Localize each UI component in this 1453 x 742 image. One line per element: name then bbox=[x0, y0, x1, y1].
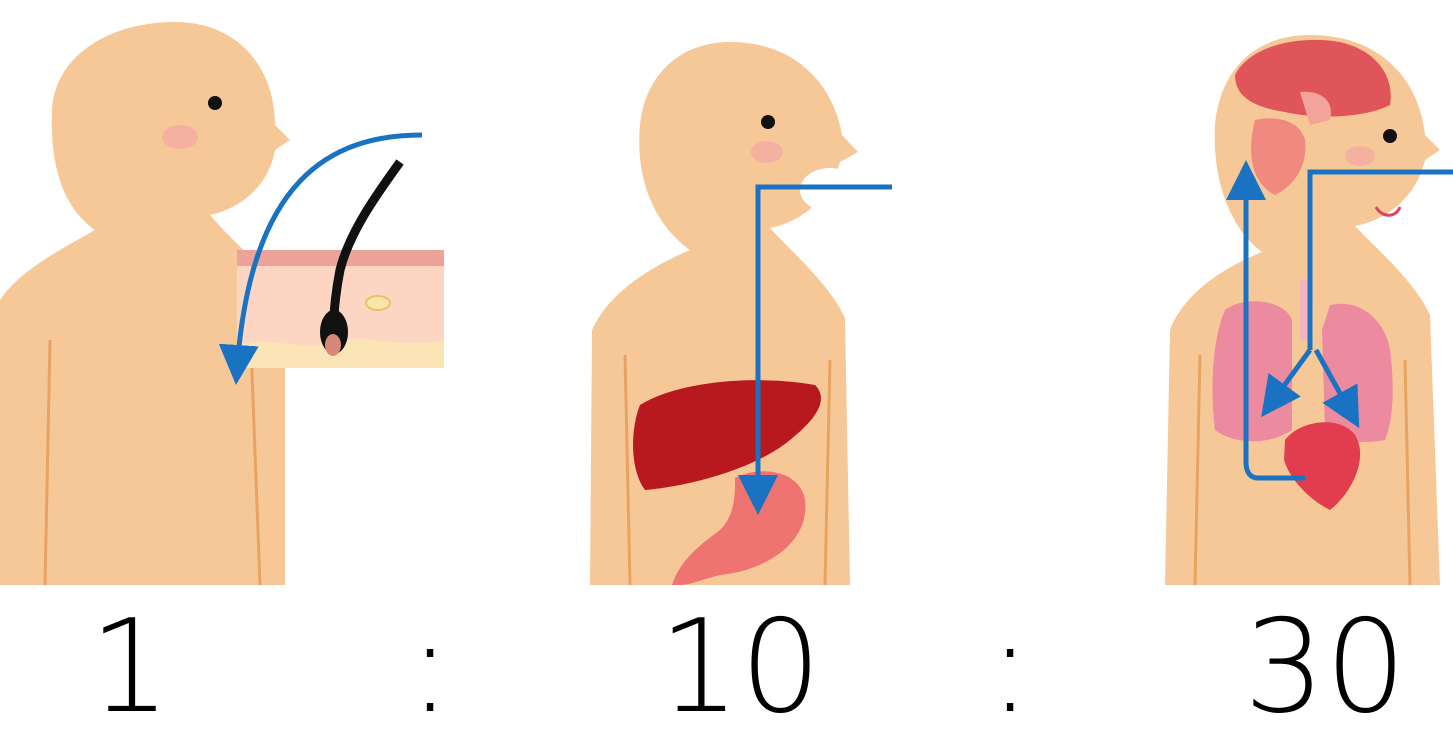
ratio-value-inhalation: 30 bbox=[1195, 605, 1453, 730]
ratio-separator: : bbox=[380, 605, 480, 730]
eye bbox=[761, 115, 775, 129]
eye bbox=[208, 96, 222, 110]
figure-skin bbox=[0, 22, 444, 585]
ratio-value-skin: 1 bbox=[60, 605, 200, 730]
ratio-separator: : bbox=[960, 605, 1060, 730]
figure-inhalation bbox=[1165, 35, 1453, 585]
body-silhouette bbox=[590, 42, 858, 585]
figure-oral bbox=[590, 42, 892, 585]
open-mouth bbox=[800, 168, 860, 212]
cheek bbox=[1345, 146, 1375, 166]
eye bbox=[1383, 129, 1397, 143]
ratio-value-oral: 10 bbox=[610, 605, 870, 730]
cheek bbox=[751, 141, 783, 163]
cheek bbox=[162, 125, 198, 149]
